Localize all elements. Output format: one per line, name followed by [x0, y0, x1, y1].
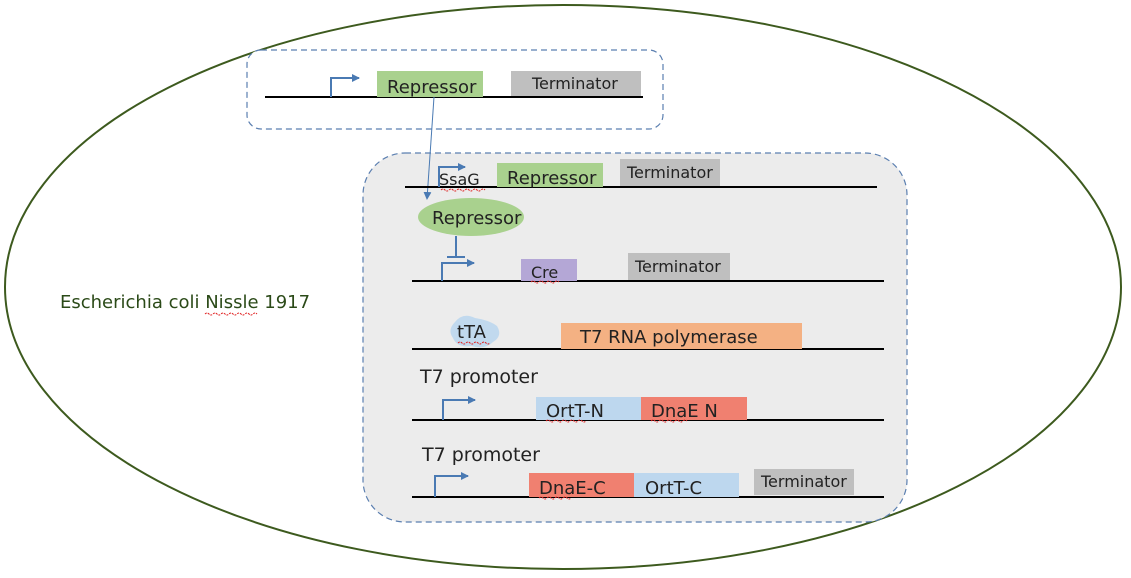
t7-promoter-label-2: T7 promoter [421, 444, 540, 466]
t7-row2-terminator [754, 469, 854, 495]
spellcheck-underline [538, 496, 572, 500]
ssag-repressor-label: Repressor [507, 168, 597, 189]
t7-row1-promoter-arrow-icon [442, 396, 476, 420]
ortt-n-gene [536, 397, 641, 420]
spellcheck-underline [545, 419, 587, 423]
ssag-promoter-arrow-icon [438, 163, 466, 187]
tta-label: tTA [457, 322, 487, 343]
spellcheck-underline [204, 312, 258, 316]
dnae-c-gene [529, 473, 634, 497]
repressor-protein-label: Repressor [432, 208, 522, 229]
tta-protein-blob [450, 315, 500, 348]
spellcheck-underline [650, 419, 688, 423]
spellcheck-underline [457, 341, 491, 345]
spellcheck-underline [530, 280, 560, 284]
t7-row2-terminator-label: Terminator [760, 472, 847, 491]
plasmid-repressor-gene [377, 71, 483, 97]
ortt-c-gene [634, 473, 739, 497]
plasmid-terminator [511, 71, 641, 96]
t7-rna-polymerase-gene [561, 323, 802, 349]
repressor-protein [418, 198, 524, 236]
organism-label: Escherichia coli Nissle 1917 [60, 292, 310, 313]
ssag-terminator-label: Terminator [626, 163, 713, 182]
plasmid-repressor-label: Repressor [387, 77, 477, 98]
dnae-n-gene [641, 397, 747, 420]
inhibition-icon [447, 236, 465, 258]
ssag-repressor-gene [497, 163, 603, 187]
ssag-promoter-label: SsaG [439, 170, 480, 189]
t7-rna-polymerase-label: T7 RNA polymerase [579, 327, 758, 348]
spellcheck-underline [440, 188, 486, 192]
ssag-terminator [620, 159, 720, 186]
cre-gene [521, 259, 577, 281]
t7-promoter-label-1: T7 promoter [419, 366, 538, 388]
ortt-c-label: OrtT-C [645, 478, 702, 499]
promoter-arrow-icon [330, 74, 360, 97]
ortt-n-label: OrtT-N [546, 401, 604, 422]
cell-outline [4, 4, 1122, 570]
plasmid-terminator-label: Terminator [531, 74, 618, 93]
cre-terminator-label: Terminator [634, 257, 721, 276]
dnae-c-label: DnaE-C [539, 478, 606, 499]
cre-promoter-arrow-icon [441, 259, 475, 281]
dnae-n-label: DnaE N [651, 401, 718, 422]
cre-label: Cre [531, 263, 558, 282]
cre-terminator [628, 253, 730, 280]
expression-arrow [423, 96, 435, 200]
t7-row2-promoter-arrow-icon [434, 472, 469, 497]
